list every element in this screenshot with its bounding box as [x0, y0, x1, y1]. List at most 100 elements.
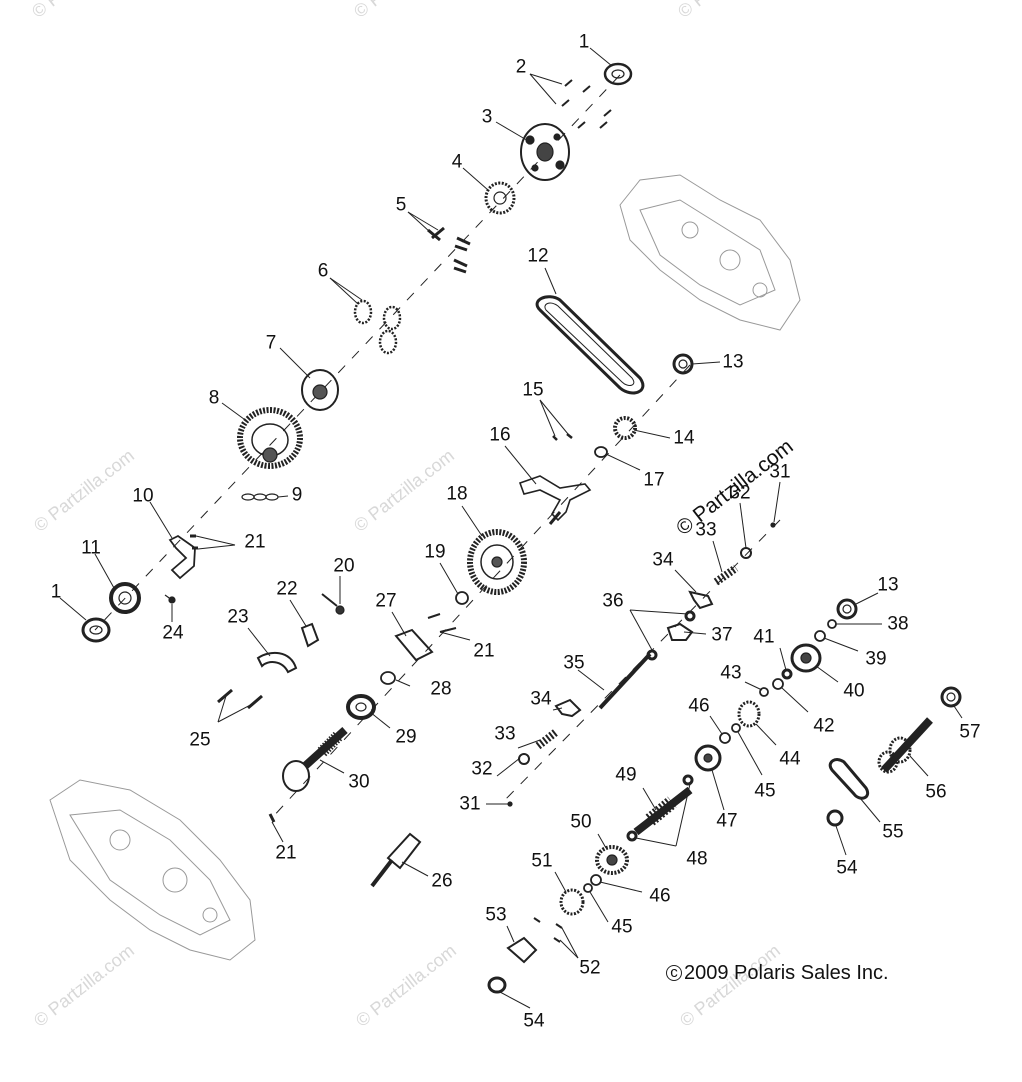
part-22-bracket — [300, 622, 320, 648]
part-10-shift-fork — [168, 534, 196, 580]
part-31-pin-a — [770, 522, 776, 528]
callout-50: 50 — [570, 811, 592, 833]
callout-34-b: 34 — [530, 688, 552, 710]
part-17-ring — [594, 446, 608, 458]
part-5-pins — [427, 226, 471, 274]
callout-7: 7 — [265, 332, 277, 354]
callout-28: 28 — [430, 678, 452, 700]
callout-45-a: 45 — [754, 780, 776, 802]
callout-21-a: 21 — [244, 531, 266, 553]
callout-40: 40 — [843, 680, 865, 702]
part-37-detent — [666, 622, 694, 641]
part-38-ring — [827, 619, 837, 629]
part-54-bearing-a — [487, 976, 507, 994]
part-50-gear — [595, 845, 629, 875]
callout-15: 15 — [522, 379, 544, 401]
part-46-ring-b — [590, 874, 602, 886]
part-47-gear — [694, 744, 722, 772]
callout-13-a: 13 — [722, 351, 744, 373]
part-12-belt — [535, 295, 645, 395]
part-39-ring — [814, 630, 826, 642]
part-21-screws-a — [190, 534, 198, 550]
part-35-shift-rod — [598, 652, 652, 710]
callout-26: 26 — [431, 870, 453, 892]
part-29-bearing — [346, 694, 376, 720]
callout-18: 18 — [446, 483, 468, 505]
part-4-sun-gear — [484, 181, 516, 215]
part-43-ring — [759, 687, 769, 697]
part-18-driven-gear — [467, 529, 527, 595]
part-34-shift-fork-b — [554, 698, 582, 718]
part-48-washers — [626, 774, 694, 842]
part-56-shaft — [877, 717, 933, 774]
callout-6: 6 — [317, 260, 329, 282]
callout-23: 23 — [227, 606, 249, 628]
callout-39: 39 — [865, 648, 887, 670]
axis-middle — [269, 364, 691, 821]
part-20-detent — [321, 593, 345, 615]
transmission-case-left — [49, 779, 256, 961]
callout-48: 48 — [686, 848, 708, 870]
callout-35: 35 — [563, 652, 585, 674]
callout-5: 5 — [395, 194, 407, 216]
callout-32-b: 32 — [471, 758, 493, 780]
callout-43: 43 — [720, 662, 742, 684]
callout-30: 30 — [348, 771, 370, 793]
callout-21-c: 21 — [275, 842, 297, 864]
callout-3: 3 — [481, 106, 493, 128]
part-45-ring-b — [583, 883, 593, 893]
part-11-bearing — [109, 582, 141, 614]
transmission-case-right — [619, 174, 801, 331]
callout-45-b: 45 — [611, 916, 633, 938]
copyright-text: 2009 Polaris Sales Inc. — [684, 962, 889, 984]
part-32-ring-a — [740, 547, 752, 559]
callout-11: 11 — [81, 537, 101, 559]
callout-54-b: 54 — [836, 857, 858, 879]
part-33-spring-b — [535, 728, 559, 750]
callout-41: 41 — [753, 626, 775, 648]
callout-22: 22 — [276, 578, 298, 600]
part-2-bolts — [561, 79, 612, 129]
part-21-screws-b — [427, 613, 457, 633]
leader-lines — [59, 47, 963, 1009]
callout-10: 10 — [132, 485, 154, 507]
part-27-cover-plate — [394, 628, 434, 662]
callout-27: 27 — [375, 590, 397, 612]
callout-4: 4 — [451, 151, 463, 173]
callout-57: 57 — [959, 721, 981, 743]
part-57-bearing — [940, 686, 962, 708]
callout-2: 2 — [515, 56, 527, 78]
part-7-hub — [301, 369, 339, 411]
callout-38: 38 — [887, 613, 909, 635]
callout-52: 52 — [579, 957, 601, 979]
callout-16: 16 — [489, 424, 511, 446]
callout-36: 36 — [602, 590, 624, 612]
callout-51: 51 — [531, 850, 553, 872]
part-33-spring-a — [713, 564, 739, 586]
part-16-shift-fork — [518, 475, 592, 525]
callout-1-bottom: 1 — [50, 581, 62, 603]
callout-33-a: 33 — [695, 519, 717, 541]
callout-34-a: 34 — [652, 549, 674, 571]
part-8-ring-gear — [237, 407, 303, 469]
part-9-washers — [241, 493, 279, 501]
part-23-shim — [256, 651, 298, 674]
callout-25: 25 — [189, 729, 211, 751]
part-32-ring-b — [518, 753, 530, 765]
part-6-planet-gears — [353, 299, 402, 355]
callout-56: 56 — [925, 781, 947, 803]
part-13-bearing-b — [836, 598, 858, 620]
callout-37: 37 — [711, 624, 733, 646]
callout-31-a: 31 — [769, 461, 791, 483]
callout-47: 47 — [716, 810, 738, 832]
part-14-gear — [613, 416, 637, 440]
part-46-ring-a — [719, 732, 731, 744]
part-40-gear — [790, 643, 822, 673]
part-52-pins — [533, 917, 563, 943]
callout-21-b: 21 — [473, 640, 495, 662]
callout-12: 12 — [527, 245, 549, 267]
callout-19: 19 — [424, 541, 446, 563]
part-21-screw-c — [268, 813, 276, 823]
